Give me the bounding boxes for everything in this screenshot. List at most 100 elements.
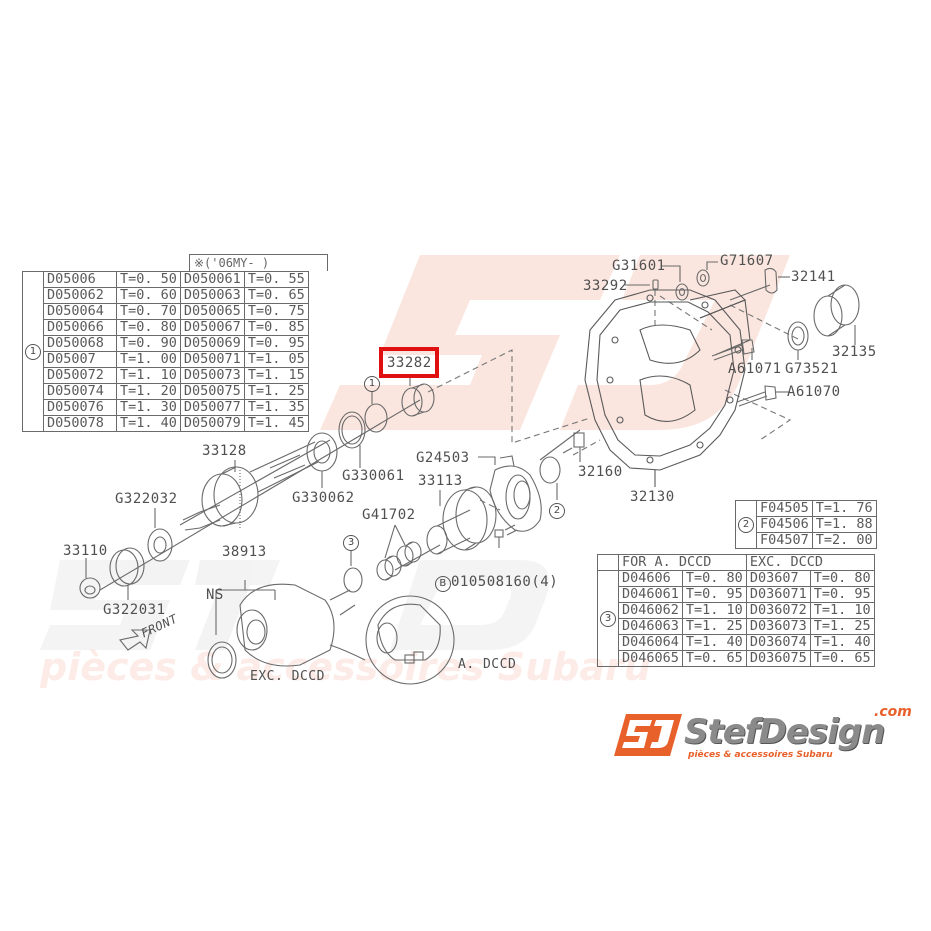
thickness: T=1. 00: [116, 351, 181, 368]
part-number: D050069: [179, 335, 245, 352]
thickness: T=1. 20: [116, 383, 181, 400]
table-ref-cell: 1: [22, 271, 44, 432]
thickness: T=1. 88: [811, 516, 877, 533]
ref-circle-B: B: [435, 576, 451, 592]
part-number: D046061: [618, 586, 683, 603]
part-number: F04506: [756, 516, 813, 533]
part-label-33128[interactable]: 33128: [202, 443, 247, 459]
part-number: D036075: [745, 650, 811, 667]
stefdesign-logo: StefDesign .com pièces & accessoires Sub…: [612, 704, 922, 766]
thickness: T=2. 00: [811, 532, 877, 549]
part-label-33282[interactable]: 33282: [387, 355, 432, 371]
thickness: T=1. 05: [243, 351, 309, 368]
thickness: T=1. 10: [809, 602, 875, 619]
part-number: D050062: [43, 287, 117, 304]
part-label-G31601[interactable]: G31601: [612, 258, 666, 274]
part-label-G330062[interactable]: G330062: [292, 490, 355, 506]
part-number: D050078: [43, 415, 117, 432]
ref-circle-2: 2: [549, 503, 565, 519]
part-label-33110[interactable]: 33110: [63, 543, 108, 559]
thickness: T=0. 60: [116, 287, 181, 304]
ref-circle-1: 1: [364, 376, 380, 392]
part-label-A61070[interactable]: A61070: [787, 384, 841, 400]
part-number: D050072: [43, 367, 117, 384]
part-number: D050074: [43, 383, 117, 400]
logo-domain: .com: [874, 704, 912, 720]
logo-mark-icon: [614, 714, 682, 756]
part-number: D05007: [43, 351, 117, 368]
part-label-32141[interactable]: 32141: [791, 269, 836, 285]
thickness: T=0. 80: [116, 319, 181, 336]
thickness: T=1. 25: [809, 618, 875, 635]
part-number: D050073: [179, 367, 245, 384]
part-number: D050071: [179, 351, 245, 368]
part-number: D046062: [618, 602, 683, 619]
part-number: D05006: [43, 271, 117, 288]
part-label-33292[interactable]: 33292: [583, 278, 628, 294]
table-header-row: FOR A. DCCD EXC. DCCD: [597, 554, 875, 571]
thickness: T=0. 50: [116, 271, 181, 288]
thickness: T=1. 10: [116, 367, 181, 384]
part-label-G322032[interactable]: G322032: [115, 491, 178, 507]
table-ref-cell: 3: [597, 570, 619, 667]
part-label-G71607[interactable]: G71607: [720, 253, 774, 269]
thickness: T=1. 45: [243, 415, 309, 432]
part-label-G322031[interactable]: G322031: [103, 602, 166, 618]
part-number: D050075: [179, 383, 245, 400]
thickness: T=0. 55: [243, 271, 309, 288]
label-a-dccd: A. DCCD: [458, 657, 517, 672]
part-label-32135[interactable]: 32135: [832, 344, 877, 360]
part-number: D050064: [43, 303, 117, 320]
thickness: T=0. 65: [809, 650, 875, 667]
watermark-tagline: pièces & accessoires Subaru: [40, 645, 651, 689]
part-label-32160[interactable]: 32160: [578, 464, 623, 480]
table-ref-cell: 2: [735, 500, 757, 549]
part-number: D050065: [179, 303, 245, 320]
part-number: D03607: [745, 570, 811, 587]
ref-circle-1-table: 1: [25, 344, 41, 360]
thickness: T=0. 80: [809, 570, 875, 587]
model-year-note: ※('06MY- ): [194, 256, 270, 270]
ref-circle-2-table: 2: [738, 517, 754, 533]
part-number: D050061: [179, 271, 245, 288]
logo-wordmark: StefDesign: [684, 712, 885, 752]
part-number: D050077: [179, 399, 245, 416]
part-label-32130[interactable]: 32130: [630, 489, 675, 505]
thickness: T=0. 65: [243, 287, 309, 304]
thickness: T=1. 35: [243, 399, 309, 416]
thickness: T=1. 40: [681, 634, 747, 651]
part-label-A61071[interactable]: A61071: [728, 361, 782, 377]
thickness: T=1. 40: [116, 415, 181, 432]
part-number: D036072: [745, 602, 811, 619]
part-label-G41702[interactable]: G41702: [362, 507, 416, 523]
table-row: 2 F04505 T=1. 76: [735, 500, 877, 549]
part-number: F04507: [756, 532, 813, 549]
thickness: T=1. 25: [681, 618, 747, 635]
part-label-33113[interactable]: 33113: [418, 473, 463, 489]
part-label-G330061[interactable]: G330061: [342, 468, 405, 484]
part-number: D050079: [179, 415, 245, 432]
ref-circle-3-table: 3: [600, 611, 616, 627]
part-label-G73521[interactable]: G73521: [785, 361, 839, 377]
table-corner-cell: [597, 554, 619, 571]
part-label-38913[interactable]: 38913: [222, 544, 267, 560]
bolt-part-number: 010508160(4): [451, 574, 559, 590]
part-label-G24503[interactable]: G24503: [416, 450, 470, 466]
thickness: T=0. 95: [809, 586, 875, 603]
part-number: D050063: [179, 287, 245, 304]
thickness: T=1. 40: [809, 634, 875, 651]
part-number: D036074: [745, 634, 811, 651]
shim-table-3: FOR A. DCCD EXC. DCCD 3 D04606 T=0. 80 D…: [597, 554, 875, 667]
